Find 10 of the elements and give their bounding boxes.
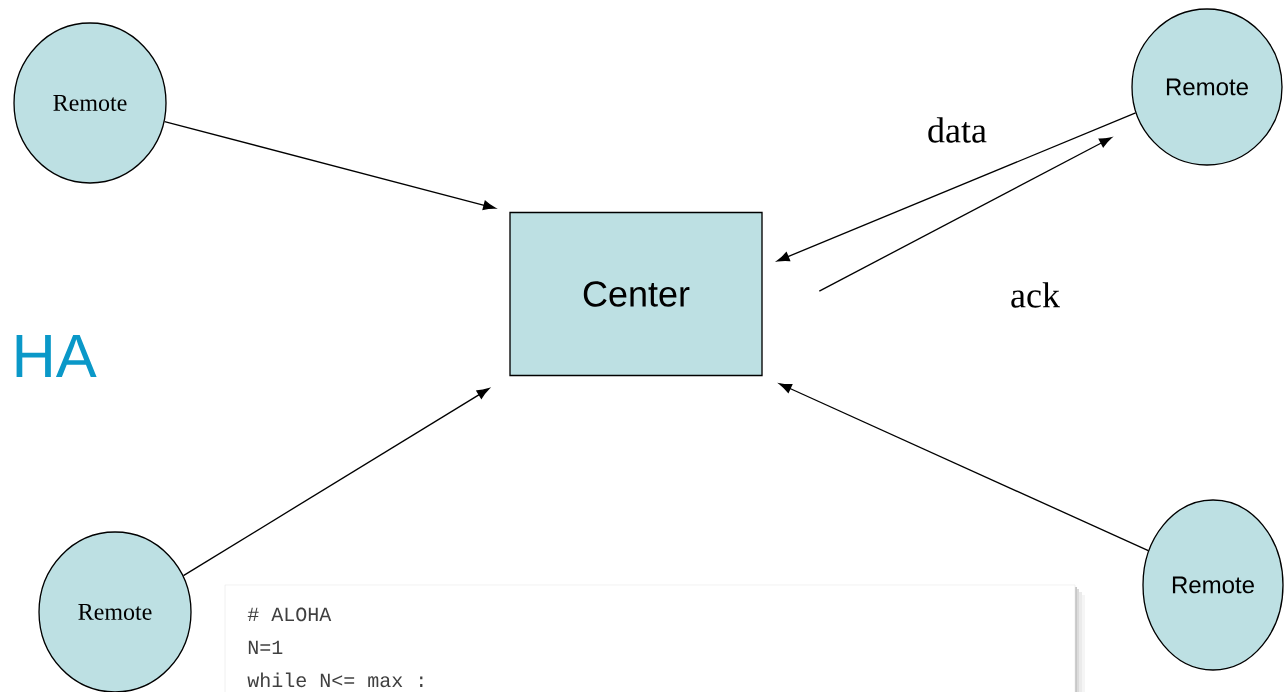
center-box: Center — [509, 211, 763, 377]
title: HA — [16, 334, 97, 378]
arrow — [163, 120, 496, 210]
arrow — [818, 137, 1112, 292]
arrow — [182, 388, 490, 577]
arrow — [779, 383, 1149, 552]
edge-label: ack — [1008, 281, 1062, 309]
arrow — [776, 112, 1137, 262]
code-box: # ALOHA N=1 while N<= max : — [224, 584, 1085, 692]
edge-label: data — [925, 116, 989, 144]
